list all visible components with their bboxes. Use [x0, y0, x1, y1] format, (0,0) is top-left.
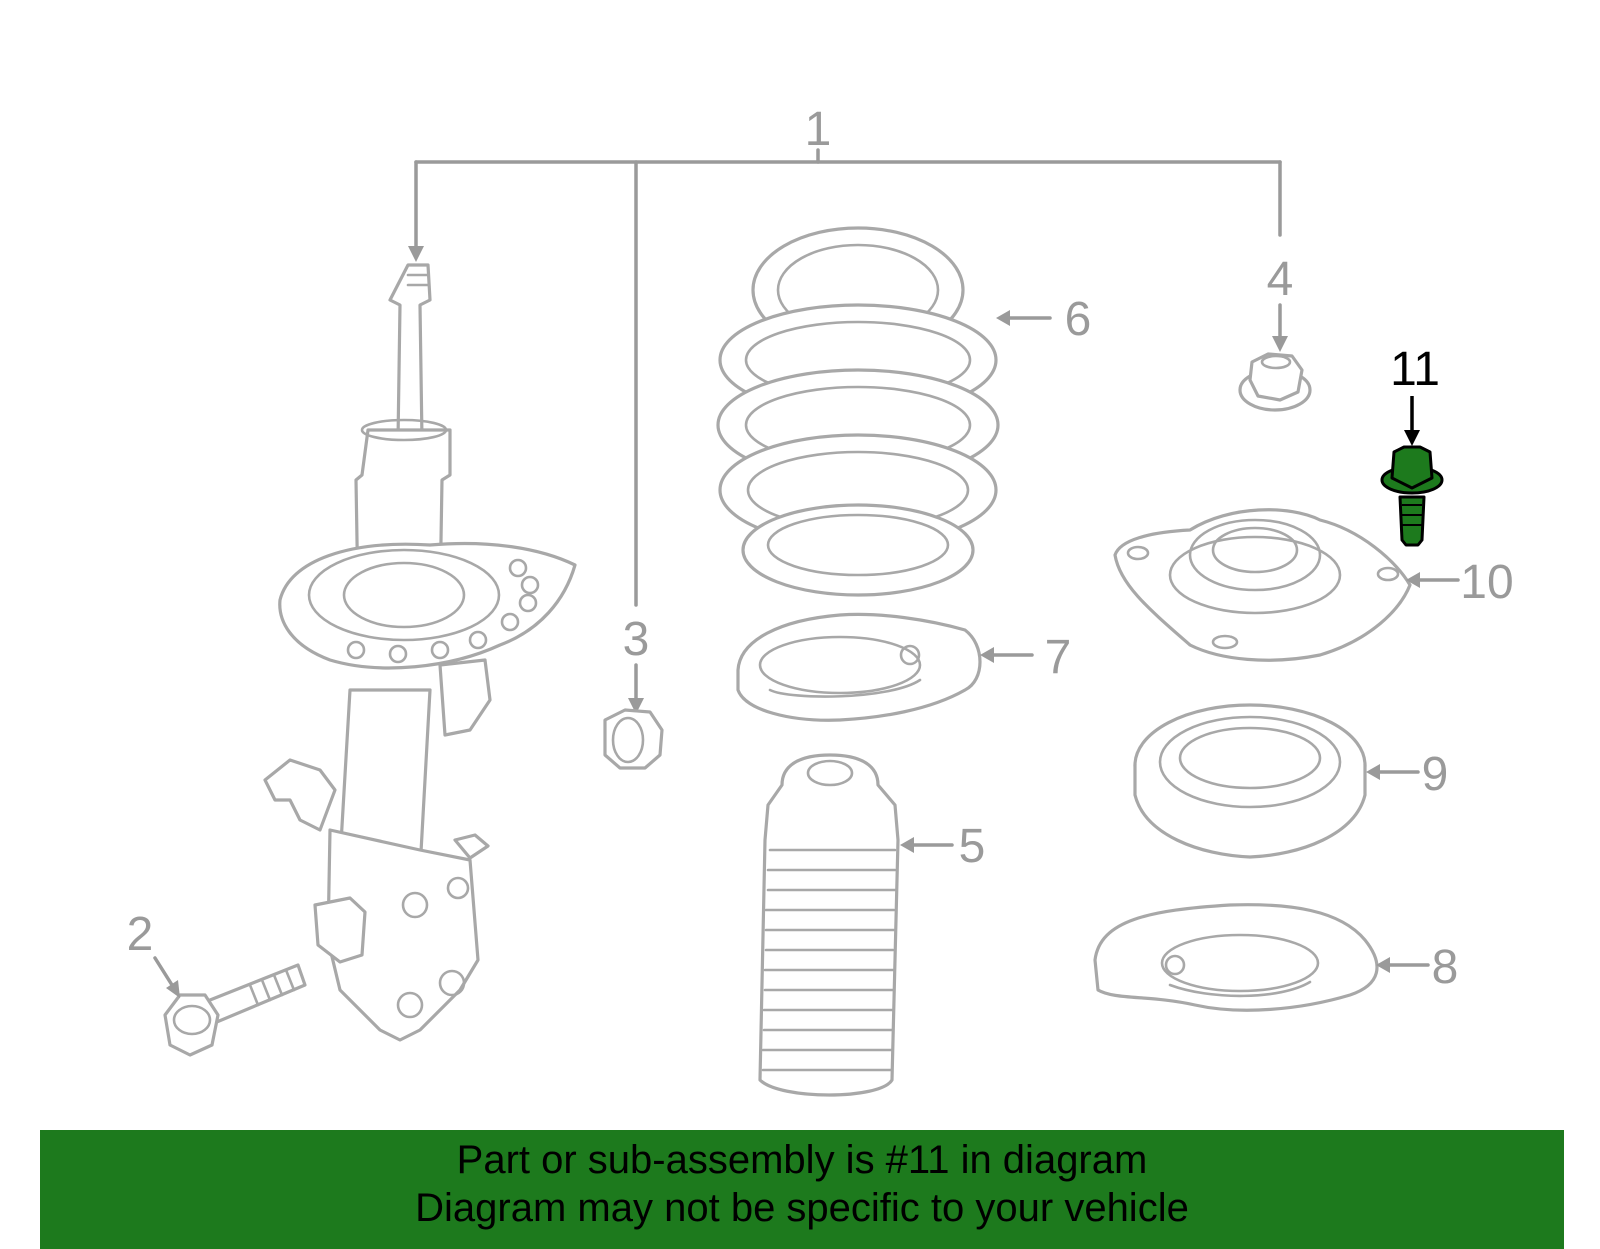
callout-label-11: 11 — [1390, 343, 1440, 396]
part-8-insulator-illustration — [1093, 903, 1379, 1012]
callout-label-5: 5 — [959, 820, 986, 873]
callout-label-3: 3 — [623, 613, 650, 666]
banner-line-1: Part or sub-assembly is #11 in diagram — [456, 1138, 1148, 1182]
callout-label-4: 4 — [1267, 253, 1294, 306]
callout-label-2: 2 — [127, 908, 154, 961]
callout-label-7: 7 — [1045, 631, 1072, 684]
callout-label-10: 10 — [1460, 556, 1513, 609]
callout-label-1: 1 — [805, 103, 832, 156]
part-2-bolt-illustration — [163, 963, 307, 1057]
callout-label-9: 9 — [1422, 748, 1449, 801]
part-10-strut-mount-illustration — [1113, 508, 1412, 662]
part-6-coil-spring-illustration — [716, 226, 1000, 597]
part-4-nut-illustration — [1238, 352, 1312, 412]
callout-label-8: 8 — [1432, 941, 1459, 994]
part-7-spring-seat-illustration — [736, 612, 982, 722]
part-11-bolt-highlighted — [1380, 445, 1444, 547]
part-9-bearing-illustration — [1133, 703, 1367, 859]
callout-1-bracket — [408, 148, 1282, 607]
part-3-bushing-illustration — [603, 708, 664, 770]
notice-banner: Part or sub-assembly is #11 in diagram D… — [40, 1130, 1564, 1249]
callout-label-6: 6 — [1065, 293, 1092, 346]
strut-assembly-illustration — [263, 263, 577, 1042]
banner-line-2: Diagram may not be specific to your vehi… — [415, 1186, 1189, 1230]
part-5-dust-boot-illustration — [758, 753, 900, 1097]
